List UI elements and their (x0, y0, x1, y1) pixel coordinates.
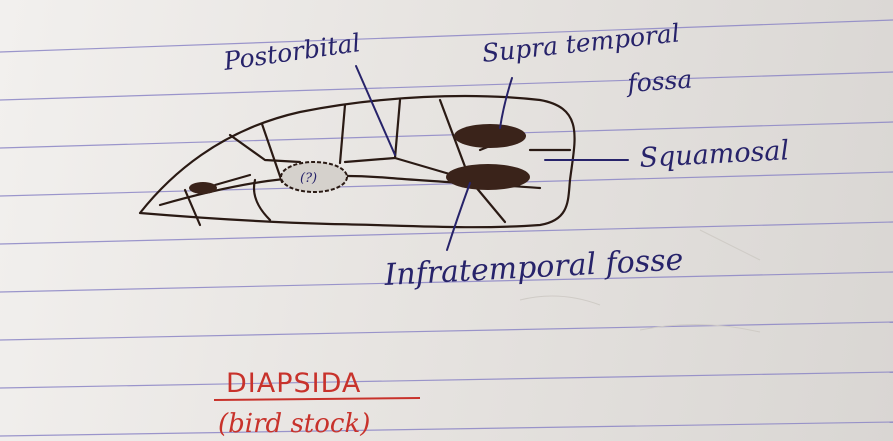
infratemporal-pointer (447, 183, 470, 250)
orbit-scribble: (?) (300, 171, 317, 186)
suture (340, 105, 345, 163)
supratemporal-pointer (500, 78, 512, 128)
suture (215, 175, 250, 185)
suture (262, 124, 282, 182)
supratemporal-label-line2: fossa (624, 65, 693, 99)
supratemporal-label-line1: Supra temporal (481, 18, 681, 68)
nostril (189, 182, 217, 194)
supratemporal-fossa (454, 124, 526, 148)
caption-title: DIAPSIDA (226, 368, 361, 399)
squamosal-label: Squamosal (639, 135, 790, 174)
suture (345, 100, 400, 162)
postorbital-pointer (356, 66, 395, 155)
infratemporal-label: Infratemporal fosse (383, 242, 685, 293)
suture (254, 180, 270, 220)
caption-subtitle: (bird stock) (218, 409, 370, 439)
postorbital-label: Postorbital (221, 28, 362, 76)
skull (140, 96, 575, 227)
infratemporal-fossa (446, 164, 530, 190)
